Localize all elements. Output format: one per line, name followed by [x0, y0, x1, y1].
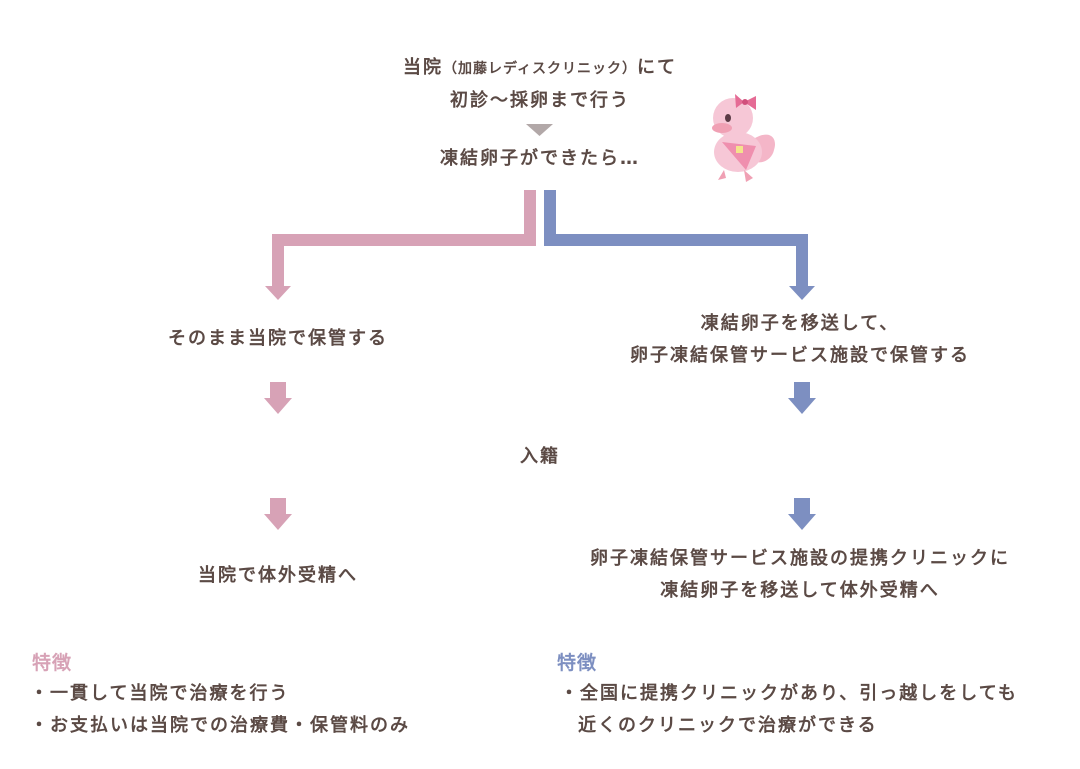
pink-block-arrow-icon: [264, 382, 292, 414]
blue-down-arrow-icon: [789, 286, 815, 300]
right-step-3-line-2: 凍結卵子を移送して体外受精へ: [660, 580, 940, 601]
gray-down-arrow-icon: [526, 124, 553, 136]
right-feature-item-line-2: 近くのクリニックで治療ができる: [578, 715, 878, 736]
right-step-1-line-1: 凍結卵子を移送して、: [700, 313, 900, 334]
right-features-heading: 特徴: [557, 652, 598, 674]
frozen-egg-condition: 凍結卵子ができたら…: [440, 148, 640, 169]
left-step-ivf-at-clinic: 当院で体外受精へ: [198, 565, 358, 586]
blue-block-arrow-icon: [788, 498, 816, 530]
clinic-name: （加藤レディスクリニック）: [442, 61, 638, 77]
intro-prefix: 当院: [402, 57, 443, 78]
right-step-partner-clinic-ivf: 卵子凍結保管サービス施設の提携クリニックに 凍結卵子を移送して体外受精へ: [540, 543, 1060, 607]
pink-bird-mascot-icon: [712, 94, 776, 182]
intro-line-2: 初診〜採卵まで行う: [450, 90, 630, 111]
blue-block-arrow-icon: [788, 382, 816, 414]
left-feature-item: ・お支払いは当院での治療費・保管料のみ: [30, 715, 410, 736]
left-feature-item: ・一貫して当院で治療を行う: [30, 683, 290, 704]
intro-line-1: 当院（加藤レディスクリニック）にて: [340, 52, 740, 85]
right-step-1-line-2: 卵子凍結保管サービス施設で保管する: [630, 345, 970, 366]
pink-block-arrow-icon: [264, 498, 292, 530]
right-feature-item-line-1: ・全国に提携クリニックがあり、引っ越しをしても: [560, 683, 1018, 704]
marriage-registration-step: 入籍: [520, 446, 560, 467]
pink-down-arrow-icon: [265, 286, 291, 300]
intro-text: 当院（加藤レディスクリニック）にて 初診〜採卵まで行う: [340, 52, 740, 117]
left-features-heading: 特徴: [32, 652, 73, 674]
blue-connector-line: [544, 190, 808, 286]
pink-connector-line: [272, 190, 536, 286]
intro-suffix: にて: [637, 57, 678, 78]
right-step-3-line-1: 卵子凍結保管サービス施設の提携クリニックに: [590, 548, 1010, 569]
right-step-transfer-storage: 凍結卵子を移送して、 卵子凍結保管サービス施設で保管する: [560, 308, 1040, 372]
left-step-store-at-clinic: そのまま当院で保管する: [168, 328, 388, 349]
